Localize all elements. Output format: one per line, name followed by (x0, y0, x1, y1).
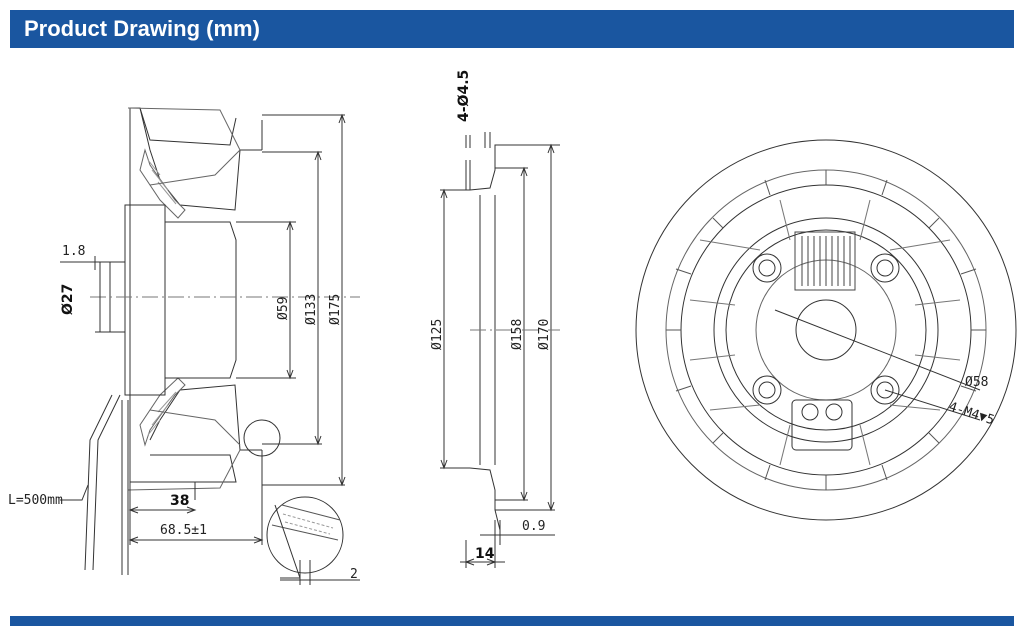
dim-mount-holes: 4-M4▼5 (947, 400, 996, 429)
footer-bar (10, 616, 1014, 626)
dim-height: 14 (475, 546, 495, 562)
dim-inlet-dia: Ø133 (304, 294, 319, 325)
dim-bolt-circle: Ø125 (430, 319, 445, 350)
dim-outer-dia: Ø175 (328, 294, 343, 325)
dim-gap: 1.8 (62, 244, 85, 259)
section-view (440, 132, 560, 568)
dim-cable: L=500mm (8, 493, 63, 508)
dim-motor-len: 38 (170, 493, 189, 509)
dim-motor-dia: Ø59 (276, 297, 291, 320)
header-bar: Product Drawing (mm) (10, 10, 1014, 48)
dim-holes: 4-Ø4.5 (456, 70, 472, 122)
dim-thickness: 0.9 (522, 519, 545, 534)
dim-hub: Ø58 (965, 375, 988, 390)
dim-shaft-dia: Ø27 (60, 284, 76, 315)
front-view (635, 139, 1017, 521)
dim-flange: Ø170 (537, 319, 552, 350)
dim-total-len: 68.5±1 (160, 523, 207, 538)
page-title: Product Drawing (mm) (24, 16, 260, 41)
side-view (60, 107, 360, 585)
dim-section-inlet: Ø158 (510, 319, 525, 350)
dim-detail-gap: 2 (350, 567, 358, 582)
